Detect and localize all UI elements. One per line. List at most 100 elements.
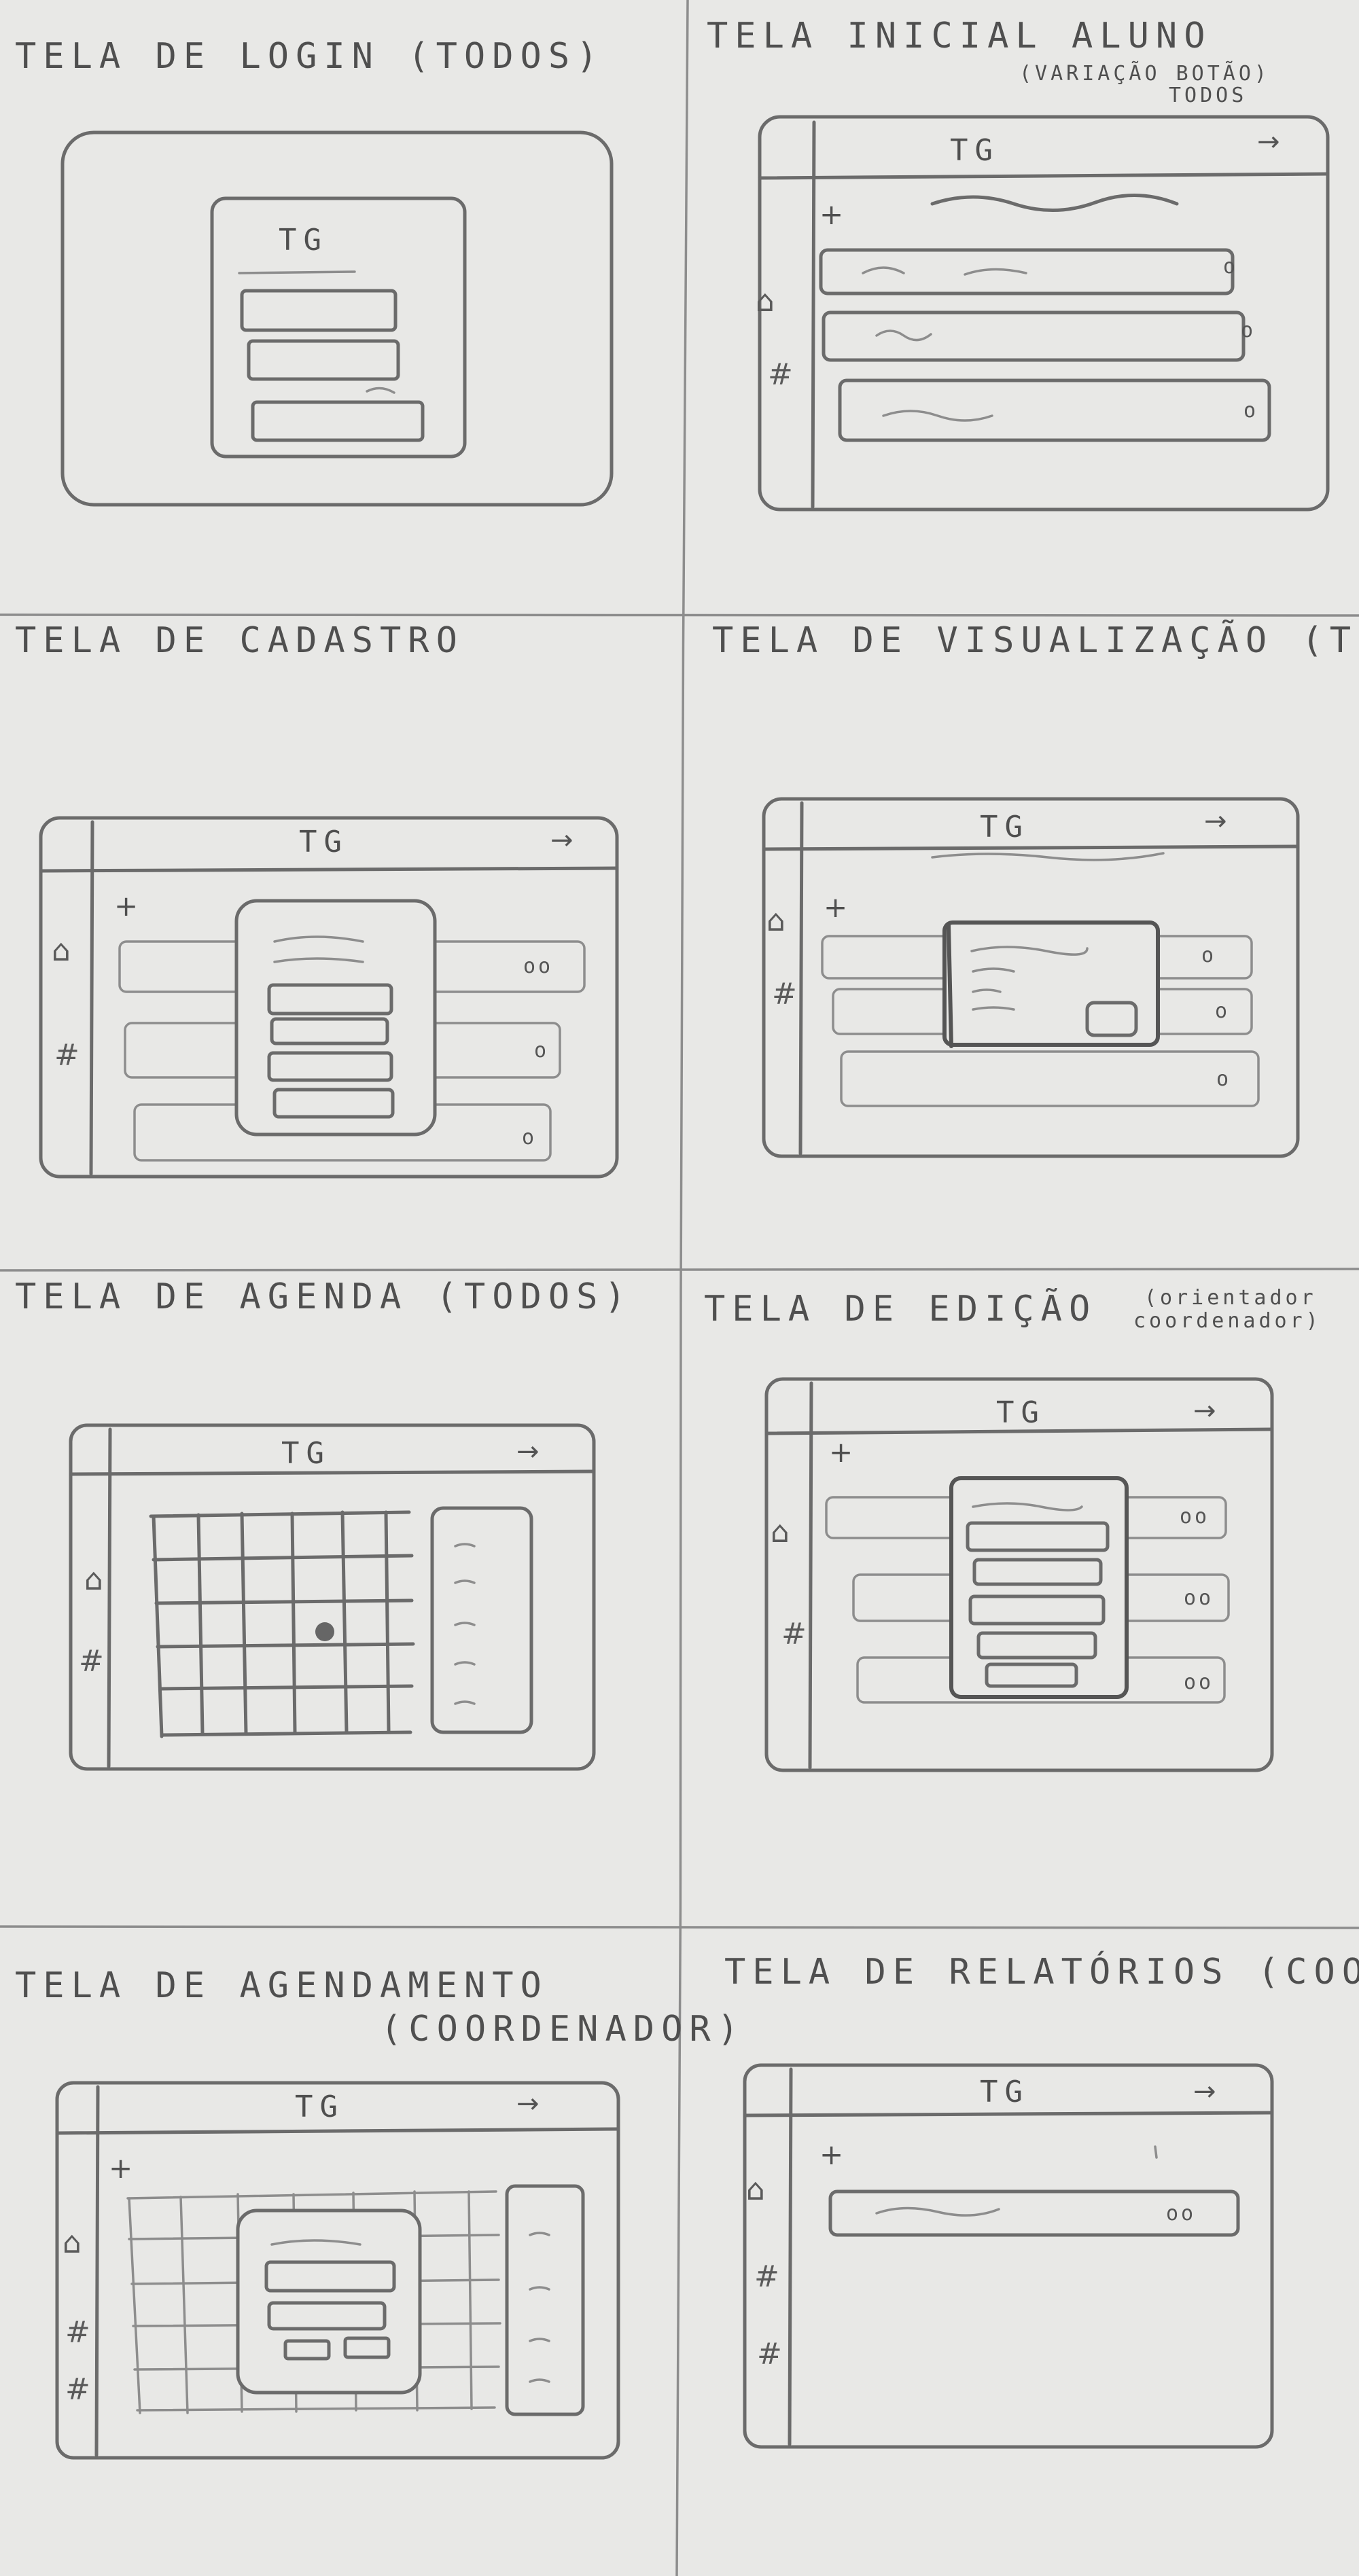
panel-subtitle: (VARIAÇÃO BOTÃO) — [1019, 61, 1270, 86]
sidebar-divider — [89, 820, 94, 1176]
add-icon[interactable]: + — [824, 891, 847, 924]
list-item-action-icon[interactable]: o — [1215, 999, 1230, 1023]
top-bar-divider — [762, 844, 1300, 851]
grid-icon[interactable]: # — [781, 1617, 807, 1651]
logout-arrow-icon[interactable]: → — [1257, 126, 1280, 158]
add-icon[interactable]: + — [829, 1435, 853, 1469]
list-item-action-icon[interactable]: o — [534, 1039, 549, 1062]
page-heading-scribble — [931, 852, 1165, 861]
add-icon[interactable]: + — [114, 889, 138, 923]
submit-button[interactable] — [272, 1088, 395, 1119]
logout-arrow-icon[interactable]: → — [1193, 2076, 1216, 2107]
report-item[interactable] — [828, 2189, 1240, 2237]
panel-edit: TELA DE EDIÇÃO (orientador coordenador) … — [704, 1286, 1318, 1772]
list-item-action-icon[interactable]: o — [1241, 319, 1256, 342]
add-icon[interactable]: + — [819, 198, 843, 231]
report-item-action-icon[interactable]: oo — [1166, 2202, 1196, 2225]
edit-field[interactable] — [968, 1594, 1106, 1626]
edit-modal — [949, 1476, 1129, 1699]
username-input[interactable] — [240, 289, 398, 332]
scheduling-field[interactable] — [267, 2301, 387, 2331]
home-icon[interactable]: ⌂ — [766, 904, 786, 938]
password-input[interactable] — [247, 339, 400, 381]
home-icon[interactable]: ⌂ — [771, 1515, 790, 1550]
list-item-action-icon[interactable]: oo — [1184, 1670, 1214, 1694]
panel-title: TELA INICIAL ALUNO — [707, 16, 1212, 56]
grid-icon[interactable]: # — [79, 1644, 104, 1679]
list-item-action-icon[interactable]: o — [1201, 944, 1216, 967]
home-icon[interactable]: ⌂ — [63, 2225, 82, 2260]
panel-title: TELA DE CADASTRO — [15, 620, 464, 661]
list-item-action-icon[interactable]: oo — [1180, 1505, 1210, 1528]
list-item[interactable] — [822, 310, 1246, 362]
page-heading-scribble — [930, 194, 1179, 212]
list-item[interactable] — [840, 1050, 1260, 1107]
modal-title-scribble — [972, 1502, 1083, 1511]
top-bar-divider — [764, 1427, 1274, 1435]
panel-subtitle: (COORDENADOR) — [381, 2009, 745, 2050]
grid-icon[interactable]: # — [65, 2315, 90, 2350]
logout-arrow-icon[interactable]: → — [1193, 1395, 1216, 1427]
panel-title: TELA DE AGENDA (TODOS) — [15, 1276, 633, 1317]
list-item-action-icon[interactable]: o — [1223, 255, 1238, 279]
panel-student-home: TELA INICIAL ALUNO (VARIAÇÃO BOTÃO) TODO… — [707, 16, 1330, 512]
save-button[interactable] — [985, 1662, 1078, 1688]
selected-date-marker[interactable] — [315, 1622, 334, 1641]
events-sidebar — [430, 1506, 533, 1734]
logout-arrow-icon[interactable]: → — [1204, 806, 1227, 837]
logout-arrow-icon[interactable]: → — [516, 2088, 540, 2119]
form-input[interactable] — [267, 983, 393, 1016]
panel-title: TELA DE VISUALIZAÇÃO (TODOS) — [712, 620, 1359, 661]
scheduling-field[interactable] — [264, 2260, 396, 2293]
list-item-action-icon[interactable]: o — [522, 1126, 537, 1149]
panel-title: TELA DE AGENDAMENTO — [15, 1965, 548, 2006]
panel-login: TELA DE LOGIN (TODOS) TG — [15, 36, 614, 507]
list-item-text — [875, 329, 932, 342]
add-icon[interactable]: + — [819, 2138, 843, 2171]
event-entries[interactable] — [529, 2232, 550, 2383]
top-bar-divider — [743, 2111, 1274, 2117]
home-icon[interactable]: ⌂ — [84, 1562, 103, 1597]
logout-arrow-icon[interactable]: → — [516, 1436, 540, 1467]
add-icon[interactable]: + — [109, 2151, 133, 2185]
calendar-columns — [152, 1510, 391, 1738]
report-icon[interactable]: # — [65, 2372, 90, 2407]
top-bar-divider — [69, 1469, 596, 1476]
form-input[interactable] — [267, 1051, 393, 1082]
modal-edge — [947, 923, 953, 1048]
cancel-button[interactable] — [283, 2339, 331, 2361]
grid-icon[interactable]: # — [54, 1038, 80, 1073]
edit-field[interactable] — [972, 1558, 1103, 1586]
home-icon[interactable]: ⌂ — [52, 933, 71, 968]
list-item-text — [882, 410, 993, 422]
sidebar-divider — [107, 1427, 112, 1768]
list-item[interactable] — [838, 378, 1271, 442]
grid-icon[interactable]: # — [768, 357, 793, 392]
calendar-grid[interactable] — [149, 1510, 415, 1738]
list-item-action-icon[interactable]: oo — [1184, 1586, 1214, 1610]
grid-icon[interactable]: # — [754, 2259, 779, 2294]
sidebar-divider — [788, 2067, 793, 2446]
event-entries[interactable] — [454, 1543, 476, 1705]
home-icon[interactable]: ⌂ — [746, 2172, 765, 2207]
sidebar-divider — [811, 120, 816, 509]
vertical-fold-line — [675, 0, 689, 2576]
edit-field[interactable] — [976, 1631, 1097, 1660]
logout-arrow-icon[interactable]: → — [550, 825, 573, 856]
screen-frame — [55, 2081, 620, 2460]
panel-registration: TELA DE CADASTRO TG → + ⌂ # oo o o — [15, 620, 619, 1179]
list-item-action-icon[interactable]: o — [1243, 399, 1258, 423]
list-item[interactable] — [819, 248, 1235, 296]
home-icon[interactable]: ⌂ — [756, 284, 775, 319]
list-item-action-icon[interactable]: o — [1216, 1067, 1231, 1091]
modal-title-scribble — [273, 935, 364, 963]
form-input[interactable] — [270, 1017, 389, 1045]
edit-field[interactable] — [966, 1521, 1110, 1552]
confirm-button[interactable] — [343, 2336, 391, 2359]
list-item-action-icon[interactable]: oo — [523, 954, 553, 978]
panel-view: TELA DE VISUALIZAÇÃO (TODOS) TG → + ⌂ # … — [712, 620, 1359, 1158]
grid-icon[interactable]: # — [772, 977, 797, 1012]
report-icon[interactable]: # — [757, 2337, 782, 2372]
login-button[interactable] — [251, 400, 425, 442]
